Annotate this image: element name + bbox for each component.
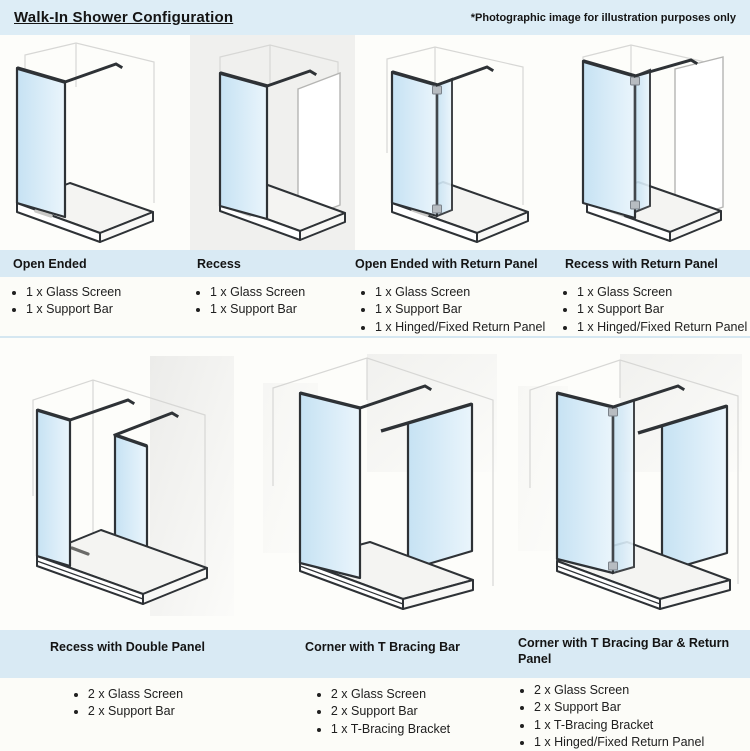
glass-panel-left: [35, 408, 72, 568]
t-bracing-bar: [637, 404, 728, 435]
room-outline: [529, 359, 739, 584]
config-label: Corner with T Bracing Bar & Return Panel: [518, 636, 730, 666]
parts-list: 2 x Glass Screen2 x Support Bar: [72, 686, 183, 720]
part-item: 2 x Support Bar: [88, 703, 183, 719]
parts-list: 2 x Glass Screen2 x Support Bar 1 x T-Bra…: [315, 686, 450, 737]
hinge-brackets: [630, 76, 640, 210]
tray-drain: [70, 546, 90, 556]
part-item: 1 x T-Bracing Bracket: [534, 717, 750, 733]
glass-panel-right: [637, 404, 729, 574]
glass-panel: [218, 71, 269, 221]
return-panel: [634, 68, 651, 214]
part-item: 1 x Glass Screen: [577, 284, 750, 300]
part-item: 1 x Support Bar: [375, 301, 555, 317]
support-bar-left: [68, 398, 136, 422]
open-ended-return-illustration: [355, 35, 555, 250]
part-item: 2 x Glass Screen: [88, 686, 183, 702]
top-configurations-row: Open Ended Recess Open Ended with Return…: [0, 35, 750, 336]
parts-list: 1 x Glass Screen1 x Support Bar 1 x Hinge…: [355, 284, 555, 335]
support-bar: [611, 384, 686, 409]
page-header: Walk-In Shower Configuration *Photograph…: [0, 0, 750, 35]
page-title: Walk-In Shower Configuration: [14, 9, 234, 26]
support-bar: [633, 58, 699, 78]
config-label: Open Ended with Return Panel: [355, 256, 538, 271]
glass-panel: [581, 59, 637, 220]
support-bar: [63, 62, 124, 84]
part-item: 1 x Support Bar: [26, 301, 190, 317]
support-bar-right: [113, 411, 180, 437]
bottom-parts-lists: 2 x Glass Screen2 x Support Bar 2 x Glas…: [0, 678, 750, 749]
recess-double-panel-illustration: [0, 338, 255, 630]
parts-list: 1 x Glass Screen1 x Support Bar: [190, 284, 355, 318]
hinge-brackets: [432, 85, 442, 214]
part-item: 1 x Hinged/Fixed Return Panel: [534, 734, 750, 750]
config-label: Recess: [197, 256, 241, 271]
recess-return-illustration: [555, 35, 750, 250]
top-illustrations: [0, 35, 750, 250]
bottom-illustrations: [0, 338, 750, 630]
part-item: 1 x Hinged/Fixed Return Panel: [577, 319, 750, 335]
bottom-label-band: Recess with Double Panel Corner with T B…: [0, 630, 750, 678]
config-label: Recess with Double Panel: [50, 640, 205, 654]
part-item: 2 x Support Bar: [534, 699, 750, 715]
corner-t-bracing-illustration: [255, 338, 510, 630]
part-item: 1 x Glass Screen: [210, 284, 355, 300]
recess-wall: [674, 56, 724, 224]
part-item: 2 x Support Bar: [331, 703, 450, 719]
support-bar: [435, 65, 495, 87]
glass-panel-left: [298, 391, 362, 580]
part-item: 1 x Glass Screen: [26, 284, 190, 300]
part-item: 1 x Support Bar: [210, 301, 355, 317]
support-bar: [358, 384, 433, 410]
disclaimer-note: *Photographic image for illustration pur…: [470, 11, 736, 24]
part-item: 1 x Glass Screen: [375, 284, 555, 300]
open-ended-illustration: [0, 35, 190, 250]
corner-t-bracing-return-illustration: [510, 338, 750, 630]
config-label: Recess with Return Panel: [565, 256, 718, 271]
t-bracing-bar: [380, 402, 473, 433]
support-bar: [265, 69, 318, 88]
part-item: 1 x Hinged/Fixed Return Panel: [375, 319, 555, 335]
glass-panel: [15, 66, 67, 219]
part-item: 1 x T-Bracing Bracket: [331, 721, 450, 737]
parts-list: 1 x Glass Screen1 x Support Bar 1 x Hinge…: [555, 284, 750, 335]
top-label-band: Open Ended Recess Open Ended with Return…: [0, 250, 750, 277]
bottom-configurations-row: Recess with Double Panel Corner with T B…: [0, 336, 750, 749]
parts-list: 1 x Glass Screen1 x Support Bar: [0, 284, 190, 318]
hinge-brackets: [608, 407, 618, 571]
recess-illustration: [190, 35, 355, 250]
return-panel: [612, 398, 635, 575]
glass-panel-left: [555, 391, 615, 575]
part-item: 2 x Glass Screen: [534, 682, 750, 698]
part-item: 1 x Support Bar: [577, 301, 750, 317]
config-label: Corner with T Bracing Bar: [305, 640, 460, 654]
part-item: 2 x Glass Screen: [331, 686, 450, 702]
glass-panel-right: [380, 402, 474, 572]
return-panel: [436, 77, 453, 218]
glass-panel: [390, 70, 439, 218]
tray-drain: [34, 209, 53, 218]
room-outline: [386, 46, 524, 205]
top-parts-lists: 1 x Glass Screen1 x Support Bar 1 x Glas…: [0, 277, 750, 336]
config-label: Open Ended: [13, 256, 87, 271]
room-outline: [32, 379, 206, 581]
recess-wall: [297, 71, 341, 223]
parts-list: 2 x Glass Screen2 x Support Bar 1 x T-Bra…: [510, 682, 750, 750]
room-outline: [272, 357, 494, 586]
